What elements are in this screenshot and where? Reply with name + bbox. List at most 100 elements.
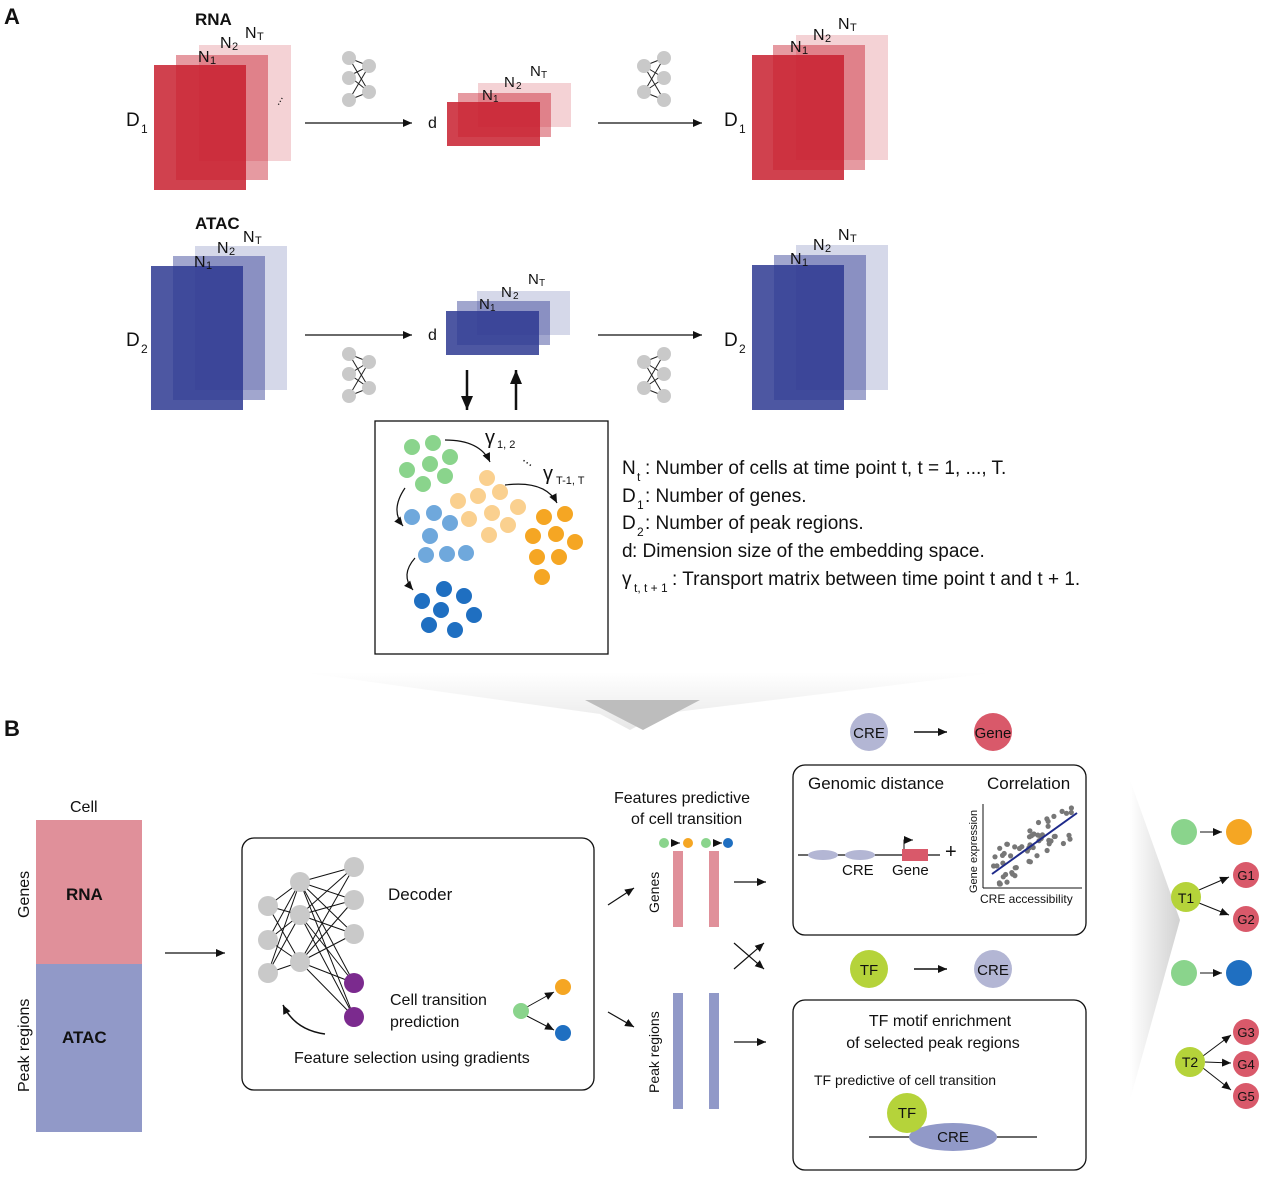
transport-arrows [394, 439, 558, 591]
svg-text:2: 2 [232, 41, 238, 53]
rna-latent-stack [447, 83, 571, 146]
scatter-point [997, 881, 1003, 887]
svg-text:N: N [838, 227, 850, 244]
svg-text:: Number of genes.: : Number of genes. [645, 486, 807, 507]
scatter-point [992, 854, 998, 860]
svg-text:T: T [257, 31, 264, 43]
genomic-distance-label: Genomic distance [808, 774, 944, 793]
scatter-point [997, 845, 1003, 851]
peak-feature-bar-1 [673, 993, 683, 1109]
latent-d-label-rna: d [428, 115, 437, 132]
svg-text:N: N [482, 87, 493, 104]
svg-text:t, t + 1: t, t + 1 [634, 581, 668, 595]
svg-text:N: N [790, 251, 802, 268]
svg-text:: Dimension size of the embedd: : Dimension size of the embedding space. [632, 541, 985, 562]
d1-label: D [126, 110, 140, 131]
to-peaks-arrow [607, 1011, 635, 1028]
motif-box [792, 999, 1087, 1171]
features-transition-dots [659, 838, 733, 848]
t1-label: T1 [1178, 890, 1195, 906]
network-node [344, 890, 364, 910]
d2-output-label: D [724, 330, 738, 351]
peak-regions-axis-label: Peak regions [16, 999, 33, 1092]
gamma-12: γ [485, 427, 495, 449]
panel-a-label: A [4, 4, 20, 29]
tf-binding-illustration [869, 1093, 1037, 1151]
svg-text:1: 1 [802, 257, 808, 269]
scatter-point [1066, 832, 1072, 839]
transport-box [374, 420, 609, 655]
binding-tf-label: TF [898, 1105, 916, 1122]
svg-text:2: 2 [739, 342, 746, 356]
cre-target-node [974, 950, 1012, 988]
track-gene-label: Gene [892, 862, 929, 879]
g1-label: G1 [1237, 868, 1254, 883]
stack-label-nt: N [245, 25, 257, 42]
tf-node [850, 950, 888, 988]
tf-predictive-label: TF predictive of cell transition [814, 1072, 996, 1088]
side-wedge [1130, 780, 1180, 1100]
scatter-point [1004, 841, 1010, 847]
scatter-point [1029, 833, 1035, 839]
svg-text:1: 1 [141, 122, 148, 136]
atac-output-stack [752, 245, 888, 410]
panel-transition-arrow [585, 700, 700, 730]
peak-feature-bar-2 [709, 993, 719, 1109]
scatter-point [1035, 819, 1042, 826]
scatter-point [1012, 865, 1018, 871]
scatter-point [1000, 874, 1006, 880]
svg-text:N: N [504, 74, 515, 91]
stack-label-n2: N [220, 35, 232, 52]
atac-latent-stack [446, 291, 570, 355]
g3-label: G3 [1237, 1025, 1254, 1040]
scatter-point [1059, 808, 1065, 815]
svg-text:N: N [528, 271, 539, 288]
svg-text:N: N [622, 458, 636, 479]
gamma-t1t: γ [543, 463, 553, 485]
cell-transition-label-1: Cell transition [390, 992, 487, 1009]
scatter-point [1012, 844, 1018, 850]
scatter-point [1045, 818, 1051, 825]
scatter-point [1027, 859, 1033, 865]
svg-text:2: 2 [141, 342, 148, 356]
cell-transition-label-2: prediction [390, 1014, 459, 1031]
svg-text:: Number of peak regions.: : Number of peak regions. [645, 513, 864, 534]
svg-text:N: N [217, 240, 229, 257]
stack-label-n1: N [198, 49, 210, 66]
correlation-label: Correlation [987, 774, 1070, 793]
rna-input-stack [154, 45, 291, 190]
svg-text:N: N [479, 296, 490, 313]
svg-text:: Transport matrix between tim: : Transport matrix between time point t … [672, 569, 1080, 590]
genes-axis-label: Genes [16, 871, 33, 918]
scatter-point [1063, 810, 1070, 816]
scatter-point [1060, 840, 1066, 847]
tf-motif-label-1: TF motif enrichment [869, 1013, 1012, 1030]
svg-text:1: 1 [206, 260, 212, 272]
scatter-point [1008, 853, 1014, 859]
svg-text:t: t [637, 470, 641, 484]
svg-text:1, 2: 1, 2 [497, 439, 515, 451]
encoder-network-icon-rna [342, 51, 376, 107]
decoder-network [258, 857, 364, 1027]
rna-output-stack [752, 35, 888, 180]
track-cre-label: CRE [842, 862, 874, 879]
transition-output-node [344, 1007, 364, 1027]
svg-text:1: 1 [739, 122, 746, 136]
g2-label: G2 [1237, 912, 1254, 927]
transition-icon [513, 979, 571, 1041]
svg-text:Gene: Gene [975, 725, 1012, 742]
svg-text:1: 1 [637, 498, 644, 512]
rna-matrix-label: RNA [66, 885, 103, 904]
features-title-2: of cell transition [631, 811, 742, 828]
d1-output-label: D [724, 110, 738, 131]
decoder-network-icon-rna [637, 51, 671, 107]
svg-text:2: 2 [825, 33, 831, 45]
atac-matrix [36, 964, 142, 1132]
scatter-point [1051, 813, 1057, 820]
svg-text:CRE: CRE [977, 962, 1009, 979]
rna-title: RNA [195, 10, 232, 29]
svg-text:D: D [622, 486, 636, 507]
svg-text:N: N [813, 237, 825, 254]
scatter-point [1009, 870, 1015, 876]
